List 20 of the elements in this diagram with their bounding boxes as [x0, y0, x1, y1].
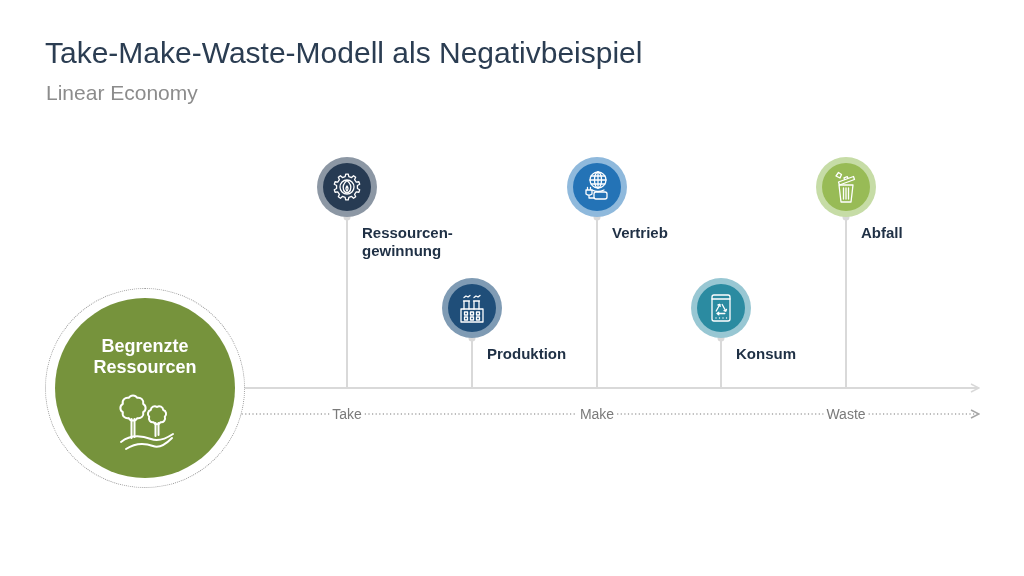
dotted-arrow	[867, 409, 980, 419]
timeline-line	[720, 387, 847, 389]
timeline-line	[471, 387, 598, 389]
phase-label: Waste	[823, 407, 869, 421]
timeline-line	[244, 387, 348, 389]
dotted-line	[364, 413, 578, 415]
dotted-line	[616, 413, 825, 415]
subtitle: Linear Economy	[46, 80, 198, 106]
timeline-arrow	[845, 383, 980, 393]
timeline-line	[596, 387, 722, 389]
milestone-label: Produktion	[487, 345, 567, 363]
milestone-label: Ressourcen- gewinnung	[362, 224, 453, 260]
milestone-label: Vertrieb	[612, 224, 668, 242]
milestone-label: Konsum	[736, 345, 796, 363]
title: Take-Make-Waste-Modell als Negativbeispiel	[45, 35, 643, 71]
milestone-label: Abfall	[861, 224, 903, 242]
circle-label: Begrenzte Ressourcen	[93, 336, 197, 378]
timeline-line	[346, 387, 473, 389]
phase-label: Take	[329, 407, 365, 421]
phase-label: Make	[576, 407, 618, 421]
